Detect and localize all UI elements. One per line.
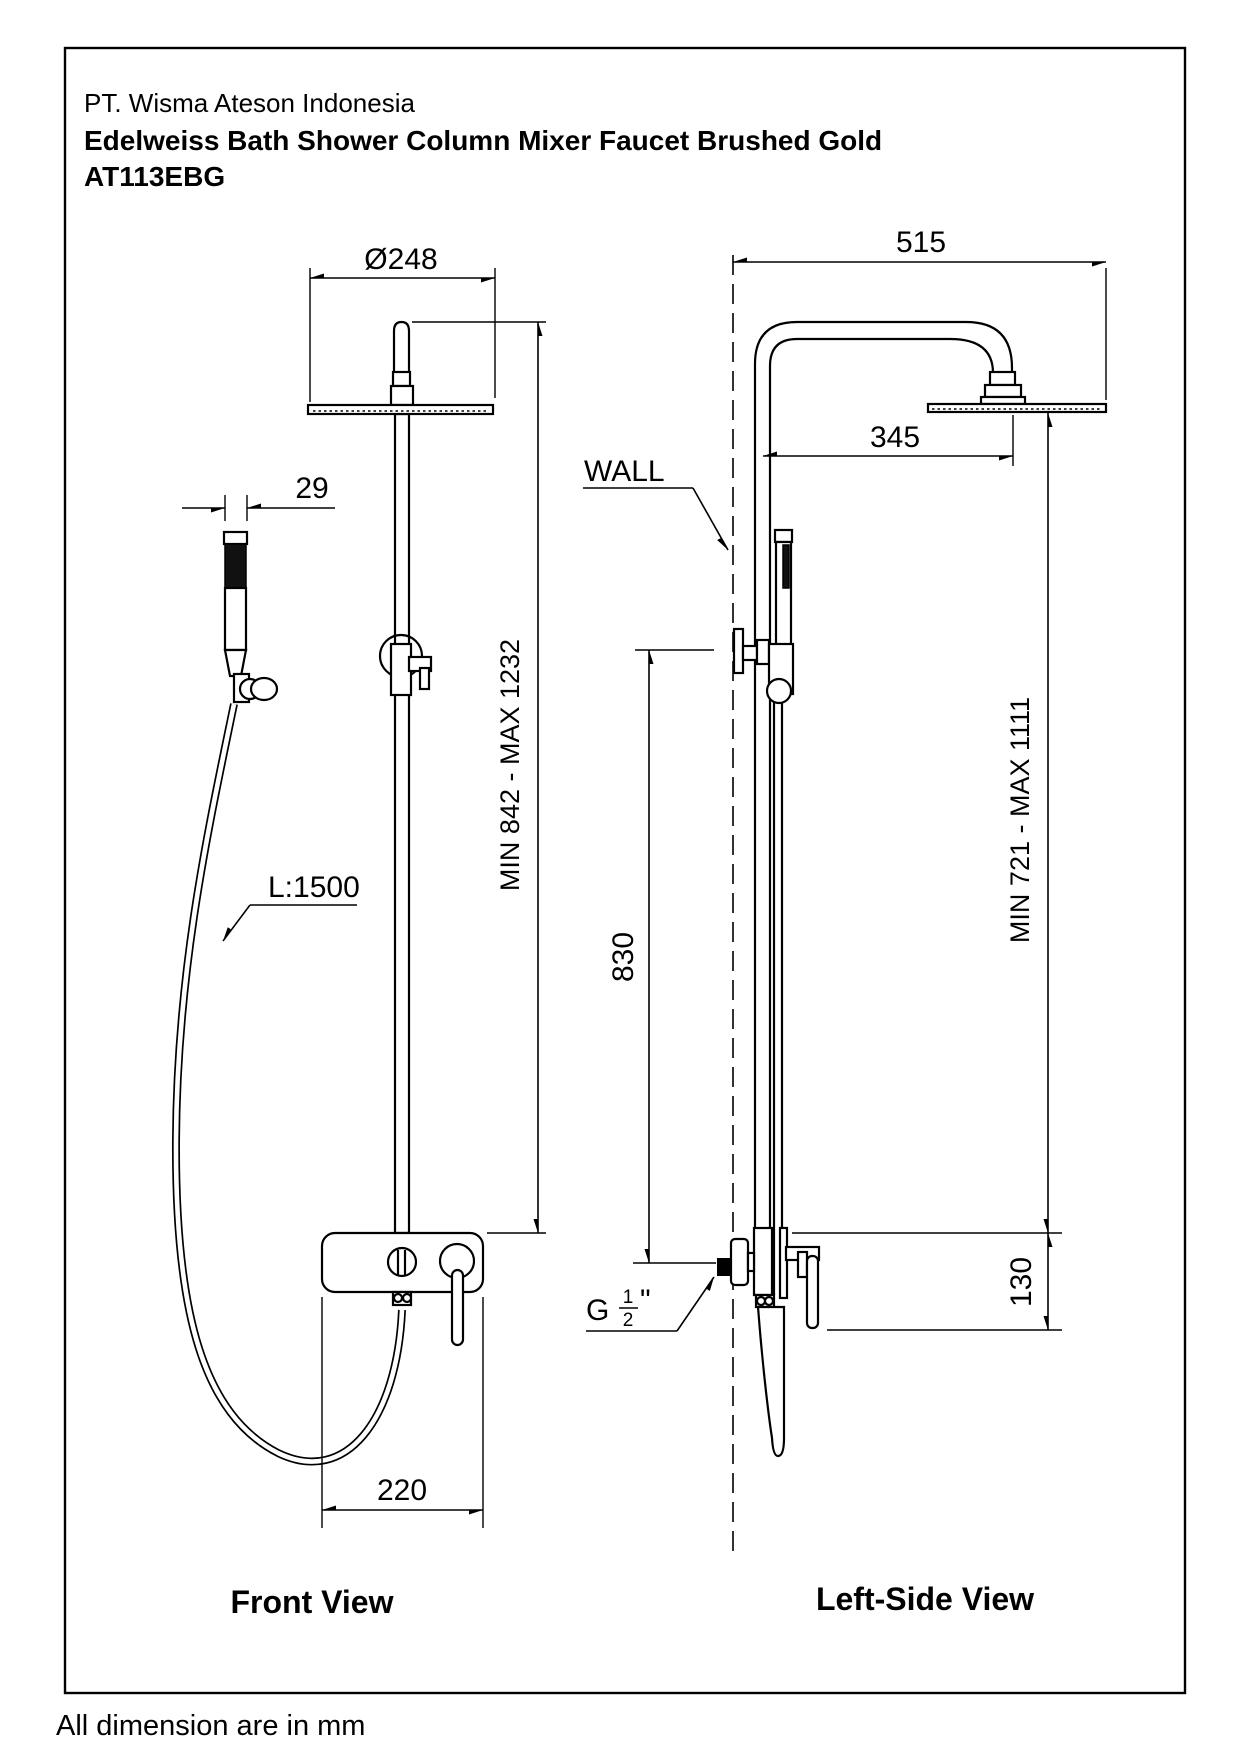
inlet-thread-inch-text: " [640, 1284, 651, 1317]
front-mixer-body [320, 1231, 485, 1347]
inlet-thread-den-text: 2 [623, 1310, 634, 1331]
front-hand-shower-holder [232, 672, 279, 704]
model-number: AT113EBG [84, 161, 225, 192]
dim-front-height-range-text: MIN 842 - MAX 1232 [495, 639, 525, 891]
product-title: Edelweiss Bath Shower Column Mixer Fauce… [84, 125, 882, 156]
leader-inlet-thread: G 1 2 " [586, 1276, 715, 1332]
front-hand-shower [222, 530, 249, 678]
front-hose [171, 703, 406, 1466]
dim-hand-shower-width: 29 [182, 472, 335, 521]
dim-spout-drop-text: 130 [1005, 1257, 1038, 1307]
dim-side-height-range-text: MIN 721 - MAX 1111 [1005, 697, 1035, 943]
front-view: Ø248 29 MIN 842 - MAX 1232 L:1500 [171, 243, 546, 1620]
dim-head-diameter: Ø248 [309, 243, 496, 402]
side-view-label: Left-Side View [816, 1581, 1034, 1617]
side-hose-upper [772, 700, 784, 1295]
front-mixer-lever [450, 1268, 465, 1347]
dim-hand-shower-width-text: 29 [295, 472, 328, 505]
inlet-thread-num-text: 1 [623, 1287, 634, 1308]
dim-head-offset: 345 [763, 415, 1014, 466]
leader-wall: WALL [583, 455, 729, 551]
wall-label-text: WALL [584, 455, 665, 488]
dim-slider-height: 830 [607, 649, 716, 1264]
side-shower-head [926, 370, 1108, 414]
dim-arm-depth: 515 [733, 226, 1107, 400]
front-slider-bracket [378, 633, 433, 697]
side-valve-lever [805, 1254, 820, 1330]
dim-side-height-range: MIN 721 - MAX 1111 [792, 413, 1062, 1234]
front-riser-pipe [393, 412, 411, 1235]
units-note: All dimension are in mm [56, 1710, 365, 1742]
side-slider-bracket [732, 627, 795, 705]
front-view-label: Front View [231, 1584, 394, 1620]
side-shower-arm [753, 320, 1014, 1228]
company-name: PT. Wisma Ateson Indonesia [84, 88, 415, 118]
dim-mixer-width-text: 220 [377, 1474, 427, 1507]
side-hose-lower [756, 1305, 786, 1458]
dim-slider-height-text: 830 [607, 932, 640, 982]
dim-spout-drop: 130 [827, 1233, 1062, 1331]
dim-head-diameter-text: Ø248 [364, 243, 437, 276]
dim-front-height-range: MIN 842 - MAX 1232 [412, 321, 546, 1234]
dim-arm-depth-text: 515 [896, 226, 946, 259]
dim-mixer-width: 220 [321, 1297, 484, 1528]
drawing-border [63, 46, 1187, 1695]
side-valve-assembly [717, 1226, 821, 1458]
dim-head-offset-text: 345 [870, 421, 920, 454]
title-block: PT. Wisma Ateson Indonesia Edelweiss Bat… [84, 88, 882, 192]
inlet-connection-square [717, 1258, 731, 1276]
inlet-thread-g-text: G [586, 1294, 609, 1327]
leader-hose-length-text: L:1500 [268, 871, 360, 904]
front-shower-head-plate [306, 403, 495, 416]
left-side-view: 515 345 WALL 830 MIN 721 - MAX 1111 [583, 226, 1108, 1617]
side-hand-shower [773, 528, 794, 650]
front-shower-head-stem [389, 320, 415, 407]
leader-hose-length: L:1500 [222, 871, 360, 942]
